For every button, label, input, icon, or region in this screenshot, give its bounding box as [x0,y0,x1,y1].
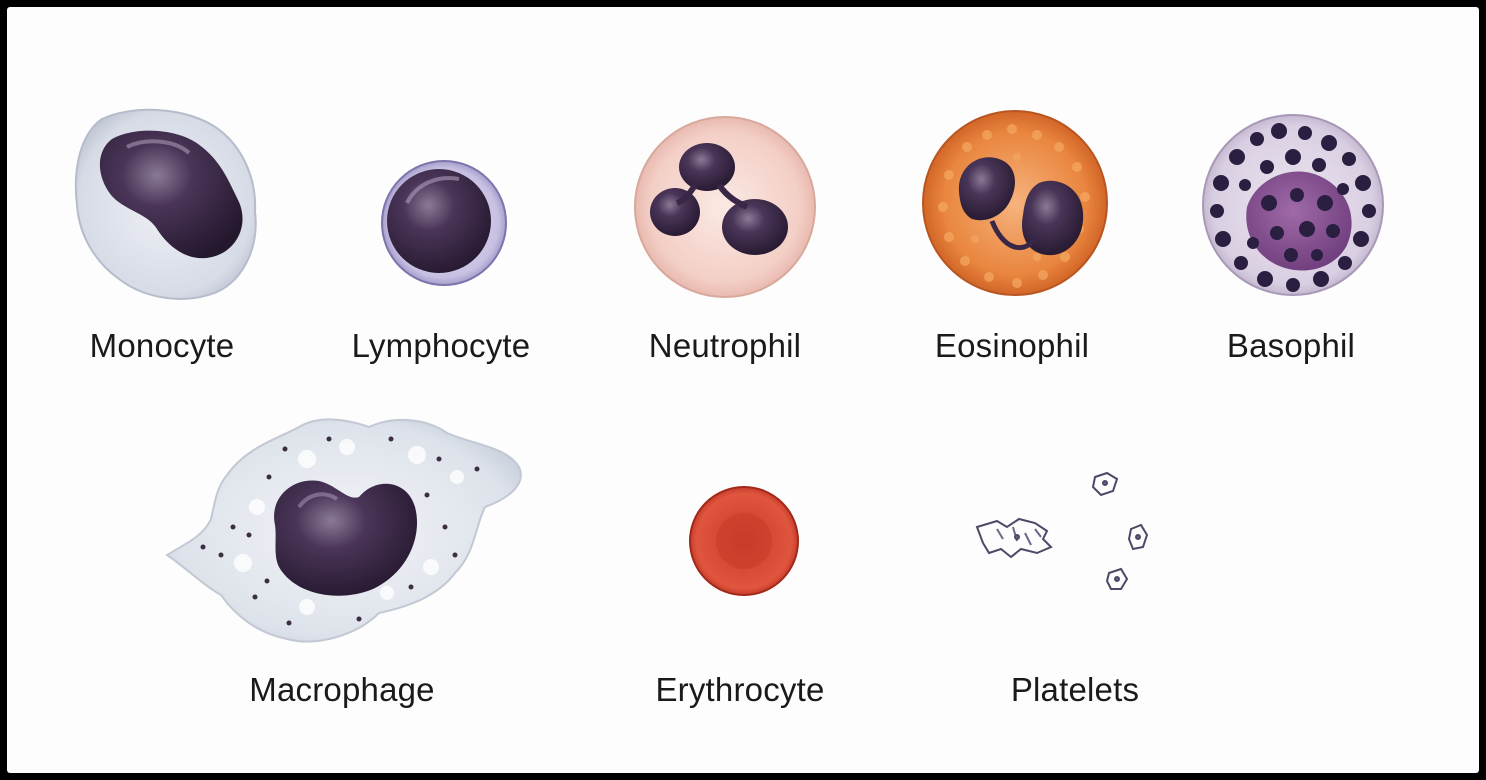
basophil-illustration [1202,114,1384,296]
blood-cells-illustration [74,108,1384,643]
lymphocyte-illustration [381,160,507,286]
eosinophil-label: Eosinophil [934,327,1090,364]
erythrocyte-label: Erythrocyte [655,671,825,708]
monocyte-label: Monocyte [89,327,235,364]
lymphocyte-label: Lymphocyte [351,327,531,364]
diagram-frame: Monocyte Lymphocyte Neutrophil Eosinophi… [7,7,1479,773]
platelets-illustration [975,471,1149,590]
eosinophil-illustration [922,110,1108,296]
monocyte-illustration [74,108,257,300]
basophil-label: Basophil [1226,327,1356,364]
platelets-label: Platelets [1010,671,1140,708]
neutrophil-label: Neutrophil [648,327,802,364]
neutrophil-illustration [634,116,816,298]
erythrocyte-illustration [689,486,799,596]
macrophage-illustration [165,418,522,643]
macrophage-label: Macrophage [249,671,435,708]
